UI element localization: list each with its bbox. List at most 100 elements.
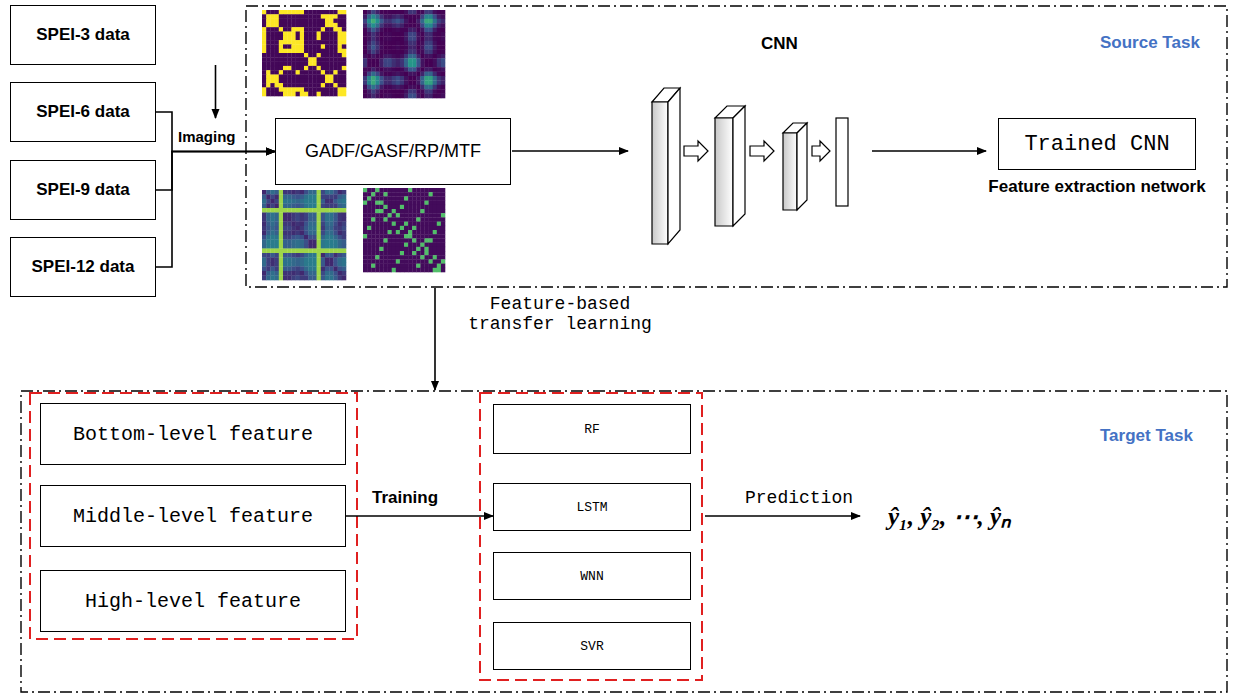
heatmap-cell — [396, 188, 400, 193]
heatmap-cell — [429, 28, 433, 33]
heatmap-cell — [283, 66, 288, 71]
heatmap-cell — [300, 19, 305, 24]
heatmap-cell — [304, 217, 309, 222]
heatmap-cell — [266, 231, 271, 236]
heatmap-cell — [317, 235, 322, 240]
heatmap-cell — [296, 44, 301, 49]
heatmap-cell — [408, 264, 412, 269]
heatmap-cell — [325, 27, 330, 32]
heatmap-cell — [300, 66, 305, 71]
heatmap-cell — [325, 79, 330, 84]
heatmap-cell — [388, 19, 392, 24]
heatmap-cell — [304, 240, 309, 245]
heatmap-cell — [287, 190, 292, 195]
heatmap-cell — [420, 230, 424, 235]
node-label: SPEI-6 data — [36, 102, 130, 122]
heatmap-cell — [371, 32, 375, 37]
heatmap-cell — [429, 58, 433, 63]
heatmap-cell — [342, 217, 347, 222]
heatmap-cell — [304, 253, 309, 258]
heatmap-cell — [400, 238, 404, 243]
heatmap-cell — [270, 62, 275, 67]
heatmap-cell — [325, 253, 330, 258]
heatmap-cell — [296, 49, 301, 54]
heatmap-cell — [283, 92, 288, 97]
heatmap-cell — [287, 79, 292, 84]
heatmap-cell — [275, 217, 280, 222]
heatmap-cell — [338, 92, 343, 97]
heatmap-cell — [437, 196, 441, 201]
heatmap-cell — [371, 217, 375, 222]
heatmap-cell — [283, 231, 288, 236]
heatmap-cell — [384, 76, 388, 81]
heatmap-cell — [437, 41, 441, 46]
heatmap-cell — [371, 28, 375, 33]
heatmap-cell — [296, 92, 301, 97]
heatmap-cell — [296, 19, 301, 24]
heatmap-cell — [375, 28, 379, 33]
model-box: WNN — [493, 552, 691, 600]
heatmap-cell — [371, 264, 375, 269]
heatmap-cell — [262, 204, 267, 209]
heatmap-cell — [429, 209, 433, 214]
heatmap-cell — [321, 79, 326, 84]
heatmap-cell — [437, 226, 441, 231]
heatmap-cell — [342, 62, 347, 67]
heatmap-cell — [412, 50, 416, 55]
heatmap-cell — [270, 240, 275, 245]
heatmap-cell — [408, 76, 412, 81]
heatmap-cell — [342, 226, 347, 231]
heatmap-cell — [321, 44, 326, 49]
heatmap-cell — [296, 195, 301, 200]
node-label: Middle-level feature — [73, 505, 313, 528]
heatmap-cell — [392, 94, 396, 99]
heatmap-cell — [425, 238, 429, 243]
heatmap-cell — [441, 243, 445, 248]
heatmap-cell — [312, 217, 317, 222]
heatmap-cell — [396, 54, 400, 59]
heatmap-cell — [333, 23, 338, 28]
heatmap-cell — [437, 205, 441, 210]
heatmap-cell — [342, 10, 347, 15]
heatmap-cell — [342, 253, 347, 258]
heatmap-cell — [433, 238, 437, 243]
heatmap-cell — [338, 66, 343, 71]
heatmap-cell — [441, 209, 445, 214]
heatmap-cell — [384, 45, 388, 50]
heatmap-cell — [379, 255, 383, 260]
heatmap-cell — [317, 87, 322, 92]
connector — [434, 288, 436, 390]
heatmap-cell — [425, 243, 429, 248]
heatmap-cell — [329, 32, 334, 37]
heatmap-cell — [416, 67, 420, 72]
heatmap-cell — [375, 80, 379, 85]
heatmap-cell — [437, 54, 441, 59]
heatmap-cell — [396, 85, 400, 90]
heatmap-cell — [408, 85, 412, 90]
heatmap-cell — [312, 79, 317, 84]
heatmap-cell — [270, 53, 275, 58]
heatmap-cell — [325, 57, 330, 62]
heatmap-cell — [275, 66, 280, 71]
heatmap-cell — [333, 70, 338, 75]
heatmap-cell — [296, 14, 301, 19]
heatmap-cell — [275, 53, 280, 58]
heatmap-cell — [275, 226, 280, 231]
heatmap-cell — [342, 231, 347, 236]
heatmap-cell — [416, 76, 420, 81]
heatmap-cell — [379, 230, 383, 235]
heatmap-cell — [308, 92, 313, 97]
heatmap-cell — [312, 92, 317, 97]
heatmap-cell — [379, 63, 383, 68]
cnn-layers — [652, 88, 848, 244]
heatmap-cell — [270, 217, 275, 222]
heatmap-cell — [270, 32, 275, 37]
heatmap-cell — [279, 44, 284, 49]
heatmap-cell — [287, 226, 292, 231]
heatmap-cell — [329, 70, 334, 75]
heatmap-cell — [392, 217, 396, 222]
heatmap-cell — [404, 85, 408, 90]
heatmap-cell — [333, 36, 338, 41]
heatmap-cell — [408, 268, 412, 273]
heatmap-cell — [287, 199, 292, 204]
